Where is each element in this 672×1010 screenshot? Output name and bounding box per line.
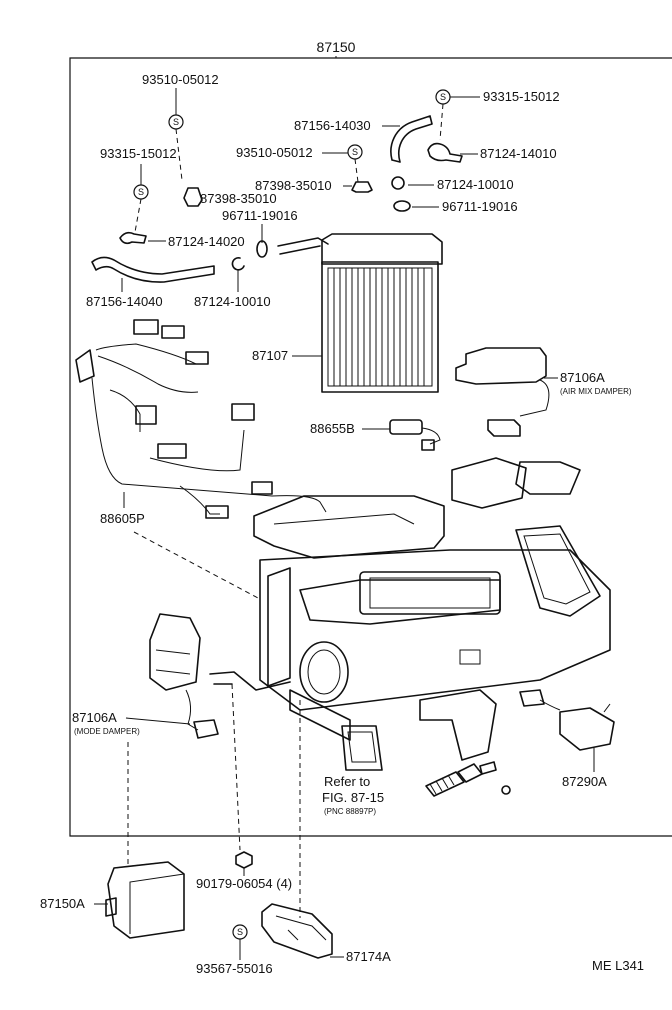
label-87398-35010-mid: 87398-35010 [255,178,332,193]
label-93315-15012-right: 93315-15012 [483,89,560,104]
dash-88605P [133,531,259,599]
assembly-frame [69,57,672,837]
label-87107: 87107 [252,348,288,363]
label-93567-55016: 93567-55016 [196,961,273,976]
label-88655B: 88655B [310,421,355,436]
label-mode-damper: (MODE DAMPER) [74,727,140,736]
clip-87124-10010-right [391,176,405,190]
leader-87106A-mode [125,717,191,725]
label-87124-10010-right: 87124-10010 [437,177,514,192]
s-icon-93315-left: S [133,184,149,200]
clip-87124-10010-left [231,257,245,271]
label-87174A: 87174A [346,949,391,964]
computer-87150A [105,861,185,939]
dash-93315-left [134,198,142,233]
mode-damper-servo-87106A [149,613,291,739]
bracket-87398-35010-mid [351,181,373,193]
label-93315-15012-left: 93315-15012 [100,146,177,161]
label-air-mix-damper: (AIR MIX DAMPER) [560,387,632,396]
oring-96711-19016-right [393,200,411,212]
s-icon-93510-mid: S [347,144,363,160]
label-96711-19016-right: 96711-19016 [442,199,518,214]
label-87150A: 87150A [40,896,85,911]
label-87124-10010-left: 87124-10010 [194,294,271,309]
clamp-87124-14010 [427,142,463,163]
label-96711-19016-left: 96711-19016 [222,208,298,223]
label-87124-14010: 87124-14010 [480,146,557,161]
resistor-88655B [389,419,441,451]
assembly-number: 87150 [317,39,356,55]
wire-harness-88605P [75,319,327,519]
svg-text:S: S [237,927,243,937]
heater-core-87107 [277,233,443,393]
s-icon-93510-top: S [168,114,184,130]
footer-code: ME L341 [592,958,644,973]
heater-case-body [253,457,611,771]
dash-93315-right [439,103,444,141]
label-87106A-mode: 87106A [72,710,117,725]
nut-90179 [235,851,253,869]
air-mix-damper-servo-87106A [455,347,550,437]
label-87290A: 87290A [562,774,607,789]
label-87124-14020: 87124-14020 [168,234,245,249]
s-icon-93567: S [232,924,248,940]
clamp-87124-14020 [119,231,147,245]
bracket-87398-35010-left [183,187,203,207]
svg-text:S: S [138,187,144,197]
svg-text:S: S [440,92,446,102]
refer-fig-text: FIG. 87-15 [322,790,384,805]
dash-93510-top [175,128,183,181]
label-90179-06054: 90179-06054 (4) [196,876,292,891]
label-88605P: 88605P [100,511,145,526]
refer-pnc-text: (PNC 88897P) [324,807,376,816]
label-93510-05012-top: 93510-05012 [142,72,219,87]
label-87156-14040: 87156-14040 [86,294,163,309]
label-87156-14030: 87156-14030 [294,118,371,133]
amplifier-87290A [519,689,615,751]
refer-to-text: Refer to [324,774,370,789]
label-87106A-air-mix: 87106A [560,370,605,385]
s-icon-93315-right: S [435,89,451,105]
dash-nut [231,683,241,851]
label-93510-05012-mid: 93510-05012 [236,145,313,160]
oring-96711-19016-left [256,240,268,258]
svg-text:S: S [173,117,179,127]
aspirator-hose [425,761,511,797]
hose-87156-14030 [390,115,433,163]
duct-87174A [261,903,333,959]
svg-text:S: S [352,147,358,157]
dash-93510-mid [354,158,359,183]
label-87398-35010-left: 87398-35010 [200,191,277,206]
hose-87156-14040 [91,256,215,283]
